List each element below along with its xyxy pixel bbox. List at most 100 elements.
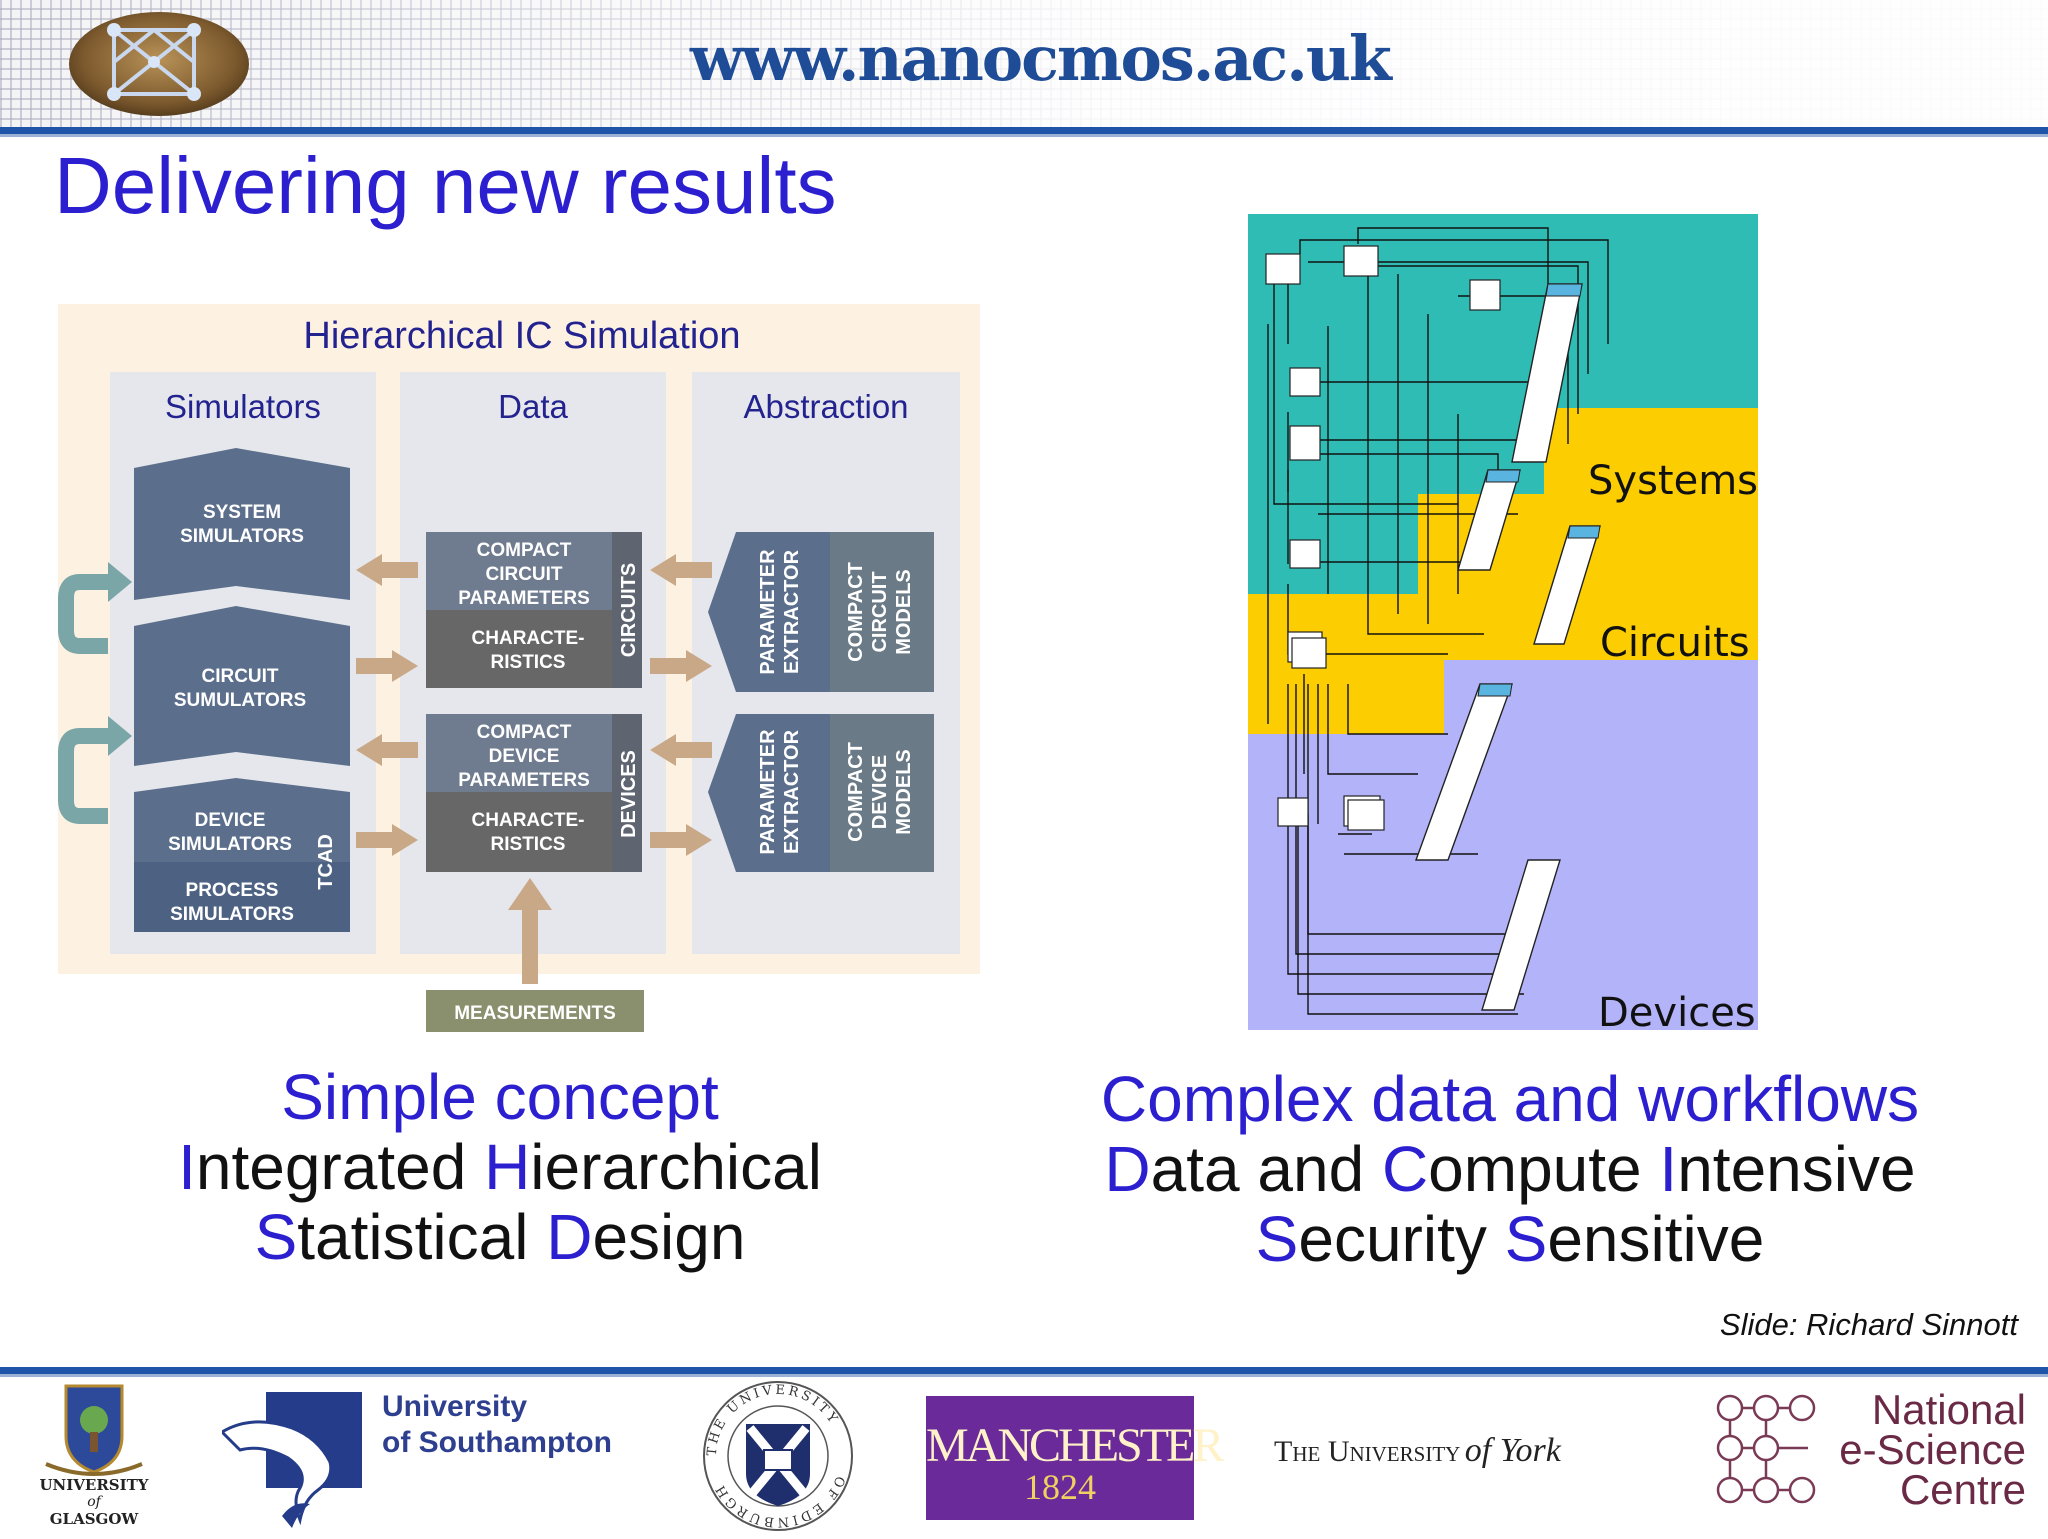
glasgow-logo[interactable]: UNIVERSITY of GLASGOW xyxy=(24,1380,164,1530)
left-line-3: Statistical Design xyxy=(254,1201,746,1273)
process-simulators-label-1: PROCESS xyxy=(186,880,279,901)
compact-circuit-models-block xyxy=(830,532,934,692)
region-label-circuits: Circuits xyxy=(1600,620,1750,666)
right-line-3: Security Sensitive xyxy=(1255,1203,1765,1275)
header-fade xyxy=(0,0,2048,128)
site-url[interactable]: www.nanocmos.ac.uk xyxy=(690,22,1392,95)
device-params-label-2: DEVICE xyxy=(489,746,560,767)
glasgow-crest-icon xyxy=(45,1384,143,1476)
manchester-text: MANCHESTER xyxy=(926,1419,1224,1472)
hierarchical-ic-simulation-diagram: Hierarchical IC Simulation Simulators Da… xyxy=(58,304,980,1032)
circuit-simulators-block xyxy=(134,606,350,766)
nesc-text-3: Centre xyxy=(1899,1466,2026,1513)
nesc-logo[interactable]: National e-Science Centre xyxy=(1714,1386,2026,1522)
york-text-1: The University xyxy=(1274,1435,1461,1468)
circuits-region xyxy=(1248,408,1758,734)
footer-rule xyxy=(0,1367,2048,1374)
device-char-label-1: CHARACTE- xyxy=(472,810,585,831)
circuit-characteristics-block xyxy=(426,610,642,688)
circuit-simulators-label-1: CIRCUIT xyxy=(201,666,278,687)
right-summary: Complex data and workflows Data and Comp… xyxy=(1030,1064,1990,1274)
measurements-block xyxy=(426,990,644,1032)
slide-credit: Slide: Richard Sinnott xyxy=(1719,1307,2018,1342)
diagram-heading: Hierarchical IC Simulation xyxy=(303,315,740,357)
circuit-params-label-1: COMPACT xyxy=(477,540,572,561)
device-params-label-3: PARAMETERS xyxy=(458,770,590,791)
dolphin-icon xyxy=(219,1392,362,1528)
compact-device-models-label-1: COMPACT xyxy=(845,742,867,842)
arrow-right-icon xyxy=(650,824,712,856)
compact-circuit-models-label-1: COMPACT xyxy=(845,562,867,662)
nesc-network-icon xyxy=(1716,1394,1816,1504)
manchester-year: 1824 xyxy=(1024,1467,1096,1507)
compact-circuit-models-label-2: CIRCUIT xyxy=(869,571,891,652)
arrow-right-icon xyxy=(356,824,418,856)
loop-arrow-head-icon xyxy=(108,716,132,756)
slide-title: Delivering new results xyxy=(54,141,837,230)
arrow-up-icon xyxy=(508,878,552,984)
circuits-label: CIRCUITS xyxy=(618,563,640,657)
loop-arrow-icon xyxy=(58,728,108,824)
compact-device-models-label-3: MODELS xyxy=(893,749,915,835)
region-label-systems: Systems xyxy=(1588,458,1758,504)
process-simulators-label-2: SIMULATORS xyxy=(170,904,294,925)
system-simulators-label-2: SIMULATORS xyxy=(180,526,304,547)
device-parameter-extractor-block xyxy=(708,714,830,872)
measurements-label: MEASUREMENTS xyxy=(454,1003,616,1024)
devices-label: DEVICES xyxy=(618,750,640,838)
header-rule xyxy=(0,127,2048,134)
compact-device-models-label-2: DEVICE xyxy=(869,755,891,829)
circuit-extractor-label-1: PARAMETER xyxy=(757,549,779,675)
device-params-label-1: COMPACT xyxy=(477,722,572,743)
system-simulators-block xyxy=(134,448,350,600)
device-extractor-label-1: PARAMETER xyxy=(757,729,779,855)
nesc-text-2: e-Science xyxy=(1839,1426,2026,1473)
arrow-right-icon xyxy=(650,650,712,682)
device-extractor-label-2: EXTRACTOR xyxy=(781,729,803,854)
southampton-text-2: of Southampton xyxy=(382,1426,612,1459)
circuit-char-label-1: CHARACTE- xyxy=(472,628,585,649)
edinburgh-logo[interactable]: THE UNIVERSITY OF EDINBURGH xyxy=(700,1378,856,1534)
glasgow-text-1: UNIVERSITY xyxy=(39,1476,149,1494)
calibration-data-bar xyxy=(1481,859,1561,1011)
compact-circuit-parameters-block xyxy=(426,532,642,610)
process-simulators-block xyxy=(134,862,350,932)
southampton-text-1: University xyxy=(382,1390,528,1423)
circuit-parameter-extractor-block xyxy=(708,532,830,692)
circuit-params-label-2: CIRCUIT xyxy=(485,564,562,585)
header-rule-light xyxy=(0,134,2048,137)
southampton-logo[interactable]: University of Southampton xyxy=(219,1388,642,1528)
right-line-1: Complex data and workflows xyxy=(1100,1063,1920,1135)
loop-arrow-head-icon xyxy=(108,562,132,602)
column-header-abstraction: Abstraction xyxy=(743,388,908,425)
column-header-simulators: Simulators xyxy=(165,388,321,425)
left-line-2: Integrated Hierarchical xyxy=(178,1131,822,1203)
york-text-2: of York xyxy=(1464,1432,1561,1469)
device-characteristics-block xyxy=(426,792,642,872)
manchester-logo[interactable]: MANCHESTER 1824 xyxy=(926,1396,1224,1520)
system-simulators-label-1: SYSTEM xyxy=(203,502,281,523)
circuit-simulators-label-2: SUMULATORS xyxy=(174,690,306,711)
workflow-diagram: Systems Circuits Devices xyxy=(1248,214,1758,1030)
compact-circuit-models-label-3: MODELS xyxy=(893,569,915,655)
left-line-1: Simple concept xyxy=(281,1061,719,1133)
region-label-devices: Devices xyxy=(1598,990,1756,1030)
compact-device-parameters-block xyxy=(426,714,642,792)
nanocmos-logo xyxy=(69,12,249,116)
arrow-left-icon xyxy=(356,734,418,766)
arrow-left-icon xyxy=(356,554,418,586)
column-header-data: Data xyxy=(498,388,568,425)
tcad-label: TCAD xyxy=(315,834,337,890)
arrow-right-icon xyxy=(356,650,418,682)
arrow-left-icon xyxy=(650,554,712,586)
compact-device-models-block xyxy=(830,714,934,872)
circuit-params-label-3: PARAMETERS xyxy=(458,588,590,609)
glasgow-text-3: GLASGOW xyxy=(49,1510,139,1528)
device-simulators-label-2: SIMULATORS xyxy=(168,834,292,855)
york-logo[interactable]: The University of York xyxy=(1274,1432,1604,1488)
left-summary: Simple concept Integrated Hierarchical S… xyxy=(100,1062,900,1272)
glasgow-text-2: of xyxy=(87,1494,101,1510)
device-simulators-label-1: DEVICE xyxy=(195,810,266,831)
circuit-char-label-2: RISTICS xyxy=(491,652,566,673)
loop-arrow-icon xyxy=(58,574,108,654)
